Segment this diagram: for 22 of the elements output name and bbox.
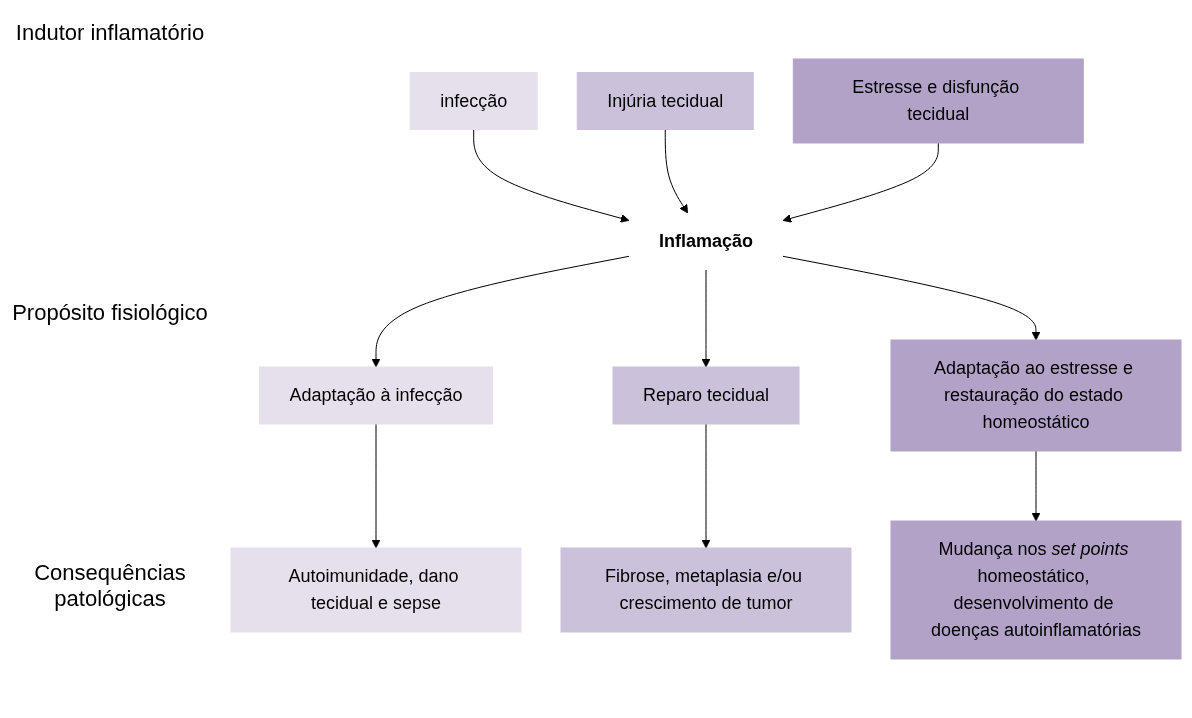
row-label: Consequências patológicas <box>33 560 187 612</box>
arrow <box>371 423 381 549</box>
row-label: Propósito fisiológico <box>11 300 209 326</box>
node-box: Mudança nos set points homeostático, desenvolvimento de doenças autoinflamatórias <box>890 520 1182 660</box>
row-label: Indutor inflamatório <box>14 20 206 46</box>
node-box: infecção <box>409 72 538 130</box>
arrow <box>371 255 630 368</box>
node-box: Autoimunidade, dano tecidual e sepse <box>230 547 522 633</box>
node-box: Adaptação ao estresse e restauração do estado homeostático <box>890 339 1182 452</box>
arrow <box>782 255 1041 341</box>
node-text: Inflamação <box>658 231 754 251</box>
arrow <box>1031 450 1041 522</box>
arrow <box>664 129 689 214</box>
arrow <box>701 269 711 368</box>
node-box: Reparo tecidual <box>612 366 800 425</box>
node-box: Fibrose, metaplasia e/ou crescimento de tumor <box>560 547 852 633</box>
arrow <box>782 142 939 223</box>
node-box: Estresse e disfunção tecidual <box>792 58 1084 144</box>
node-box: Injúria tecidual <box>576 72 754 130</box>
arrow <box>701 423 711 549</box>
arrow <box>473 129 630 223</box>
node-box: Adaptação à infecção <box>258 366 494 425</box>
